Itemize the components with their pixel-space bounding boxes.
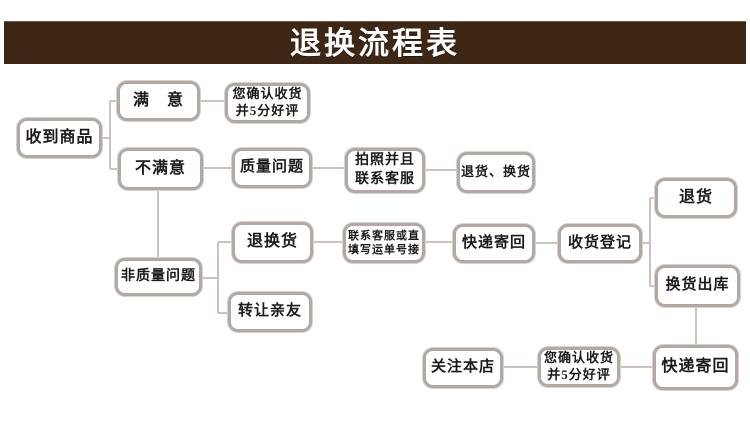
connector-line bbox=[202, 277, 218, 279]
flow-node-photo-contact-service: 拍照并且联系客服 bbox=[345, 148, 425, 193]
flow-node-label: 非质量问题 bbox=[121, 268, 196, 284]
flow-node-contact-or-waybill: 联系客服或直填写运单号接 bbox=[343, 223, 425, 263]
flow-node-label: 退货、换货 bbox=[460, 164, 531, 180]
connector-line bbox=[157, 190, 159, 258]
connector-line bbox=[535, 242, 558, 244]
flow-node-label: 您确认收货 bbox=[232, 86, 303, 102]
flow-node-express-send-back-bottom: 快递寄回 bbox=[653, 345, 738, 390]
flow-node-label: 换货出库 bbox=[665, 277, 730, 294]
connector-line bbox=[312, 167, 345, 169]
flow-node-confirm-receipt-top: 您确认收货并5分好评 bbox=[225, 83, 310, 123]
connector-line bbox=[102, 137, 110, 139]
flow-node-transfer-to-friends: 转让亲友 bbox=[228, 292, 312, 332]
connector-line bbox=[425, 169, 457, 171]
flow-node-return-or-exchange: 退货、换货 bbox=[457, 152, 535, 193]
connector-line bbox=[110, 100, 117, 102]
connector-line bbox=[649, 198, 651, 286]
flow-node-label: 收货登记 bbox=[567, 234, 632, 251]
connector-line bbox=[695, 307, 697, 345]
connector-line bbox=[425, 241, 453, 243]
flow-node-label: 转让亲友 bbox=[237, 303, 302, 320]
flow-node-label: 退货 bbox=[678, 188, 713, 206]
flow-node-express-send-back-mid: 快递寄回 bbox=[453, 224, 535, 263]
flow-node-label: 拍照并且 bbox=[355, 153, 415, 169]
flow-node-label: 您确认收货 bbox=[543, 350, 614, 366]
connector-line bbox=[203, 167, 232, 169]
page-title: 退换流程表 bbox=[290, 25, 460, 61]
flow-node-label: 并5分好评 bbox=[235, 103, 300, 118]
flow-node-label: 收到商品 bbox=[25, 128, 94, 146]
flow-node-label: 并5分好评 bbox=[547, 367, 611, 382]
flow-node-label: 联系客服 bbox=[355, 171, 415, 187]
connector-line bbox=[218, 241, 232, 243]
flow-node-label: 快递寄回 bbox=[461, 234, 526, 251]
flow-node-non-quality-issue: 非质量问题 bbox=[115, 258, 202, 296]
connector-line bbox=[218, 312, 228, 314]
flow-node-satisfied: 满 意 bbox=[117, 81, 200, 121]
flow-node-refund: 退货 bbox=[655, 178, 737, 218]
flow-node-receipt-register: 收货登记 bbox=[558, 224, 642, 263]
flow-node-label: 不满意 bbox=[134, 159, 186, 177]
connector-line bbox=[217, 242, 219, 313]
flow-node-quality-issue: 质量问题 bbox=[232, 148, 312, 188]
connector-line bbox=[642, 242, 650, 244]
connector-line bbox=[110, 168, 118, 170]
flow-node-confirm-receipt-bottom: 您确认收货并5分好评 bbox=[538, 347, 620, 387]
flow-node-unsatisfied: 不满意 bbox=[118, 148, 203, 190]
flow-node-label: 联系客服或直 bbox=[348, 229, 420, 242]
flow-node-label: 关注本店 bbox=[430, 359, 495, 376]
connector-line bbox=[313, 241, 343, 243]
flow-node-label: 快递寄回 bbox=[661, 358, 730, 376]
flow-node-label: 满 意 bbox=[132, 91, 184, 109]
flow-node-label: 退换货 bbox=[246, 233, 298, 251]
connector-line bbox=[650, 197, 655, 199]
connector-line bbox=[200, 100, 225, 102]
flow-node-label: 质量问题 bbox=[239, 159, 304, 176]
header-bar: 退换流程表 bbox=[4, 21, 746, 64]
connector-line bbox=[620, 366, 653, 368]
flow-node-follow-shop: 关注本店 bbox=[423, 348, 503, 388]
connector-line bbox=[650, 285, 655, 287]
flow-node-received-goods: 收到商品 bbox=[17, 118, 102, 158]
flow-node-label: 填写运单号接 bbox=[348, 244, 420, 256]
flow-node-return-exchange-goods: 退换货 bbox=[232, 222, 313, 263]
connector-line bbox=[109, 101, 111, 169]
flow-node-exchange-outbound: 换货出库 bbox=[655, 265, 740, 307]
connector-line bbox=[503, 366, 538, 368]
